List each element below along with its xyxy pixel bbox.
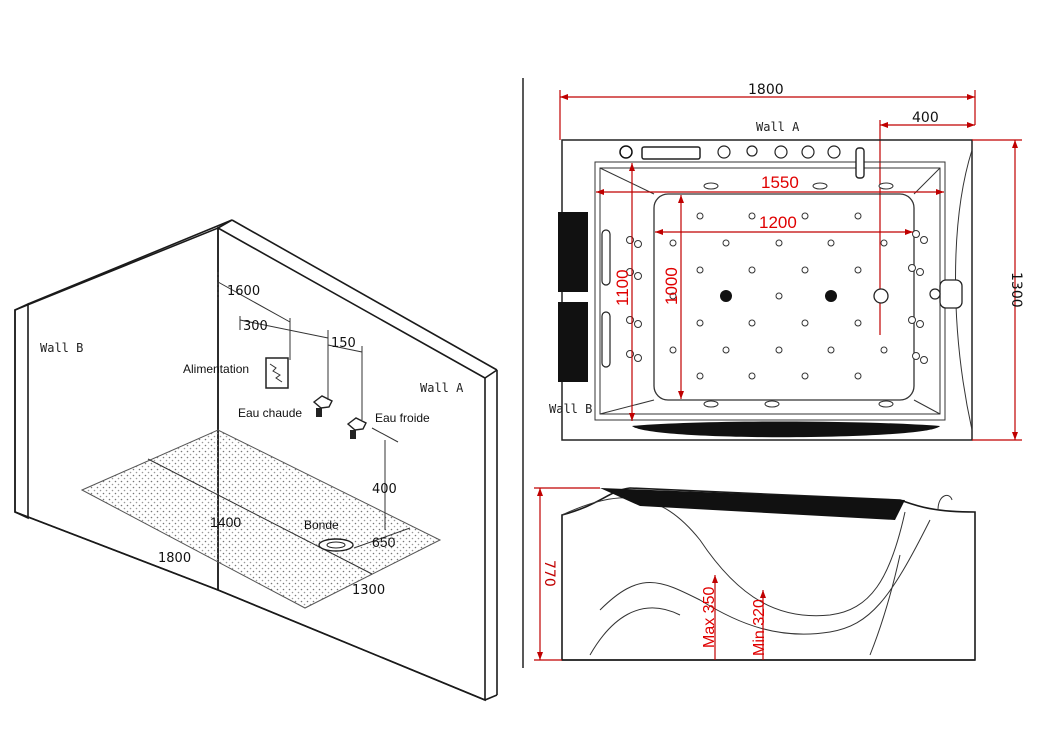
plan-dim-1000: 1000 — [662, 267, 681, 305]
section-min-320: Min 320 — [751, 599, 768, 656]
bonde-label: Bonde — [304, 518, 339, 532]
room-dimension-lines — [217, 272, 411, 549]
plan-wall-a-label: Wall A — [756, 120, 800, 134]
tub-footprint — [80, 429, 442, 609]
room-dim-300: 300 — [243, 319, 268, 334]
plan-dim-1300: 1300 — [1008, 272, 1024, 308]
room-dim-1800: 1800 — [158, 551, 191, 566]
room-dim-1300: 1300 — [352, 583, 385, 598]
room-wall-b-label: Wall B — [40, 341, 83, 355]
overflow-fitting — [873, 288, 889, 304]
room-isometric-view: Wall B Wall A 1600 300 150 400 1400 1800… — [14, 219, 498, 702]
room-dim-150: 150 — [331, 336, 356, 351]
plan-dim-1200: 1200 — [759, 213, 797, 232]
room-dim-400: 400 — [372, 482, 397, 497]
room-dim-1400: 1400 — [210, 514, 241, 530]
pillow-right — [939, 279, 963, 309]
plan-view: 1800 400 — [549, 82, 1024, 441]
headrest-pad-left-top — [558, 212, 588, 292]
room-dim-650: 650 — [372, 534, 396, 550]
control-panel-row — [619, 145, 865, 179]
room-wall-a-label: Wall A — [420, 381, 464, 395]
section-headrest — [600, 488, 905, 520]
headrest-pad-left-bottom — [558, 302, 588, 382]
section-dim-770: 770 — [541, 560, 557, 587]
plan-dim-400: 400 — [912, 110, 939, 126]
headrest-pad-bottom — [632, 421, 940, 438]
plan-dim-1550: 1550 — [761, 173, 799, 192]
room-dim-1600: 1600 — [227, 284, 260, 299]
plan-dim-1100: 1100 — [613, 269, 632, 306]
cold-water-tap — [346, 417, 367, 439]
drain-bonde — [318, 538, 354, 552]
hot-water-tap — [312, 395, 333, 417]
eau-chaude-label: Eau chaude — [238, 406, 302, 420]
alimentation-label: Alimentation — [183, 362, 249, 376]
side-section-view: 770 Max 350 Min 320 — [534, 487, 976, 661]
section-max-350: Max 350 — [701, 587, 718, 648]
plan-wall-b-label: Wall B — [549, 402, 592, 416]
plan-dim-1800: 1800 — [748, 82, 784, 98]
tub-basin — [653, 193, 915, 401]
eau-froide-label: Eau froide — [375, 411, 430, 425]
